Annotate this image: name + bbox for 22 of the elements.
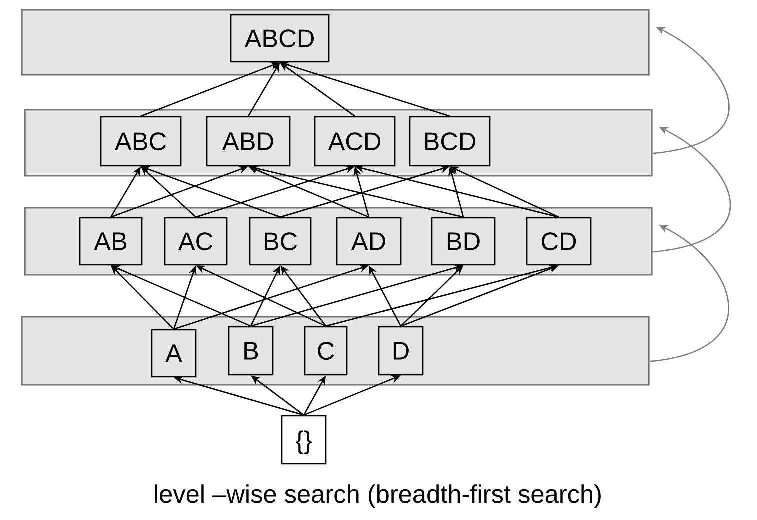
itemset-box: D (378, 326, 424, 376)
itemset-box: B (228, 326, 274, 376)
band (21, 316, 650, 386)
itemset-box: ABD (206, 116, 291, 167)
itemset-box: ABCD (230, 14, 330, 63)
itemset-box: ACD (314, 116, 396, 167)
itemset-box: C (304, 326, 348, 376)
itemset-box: {} (281, 415, 327, 465)
itemset-box: BC (249, 217, 312, 266)
itemset-box: ABC (100, 116, 182, 167)
caption: level –wise search (breadth-first search) (155, 484, 601, 508)
itemset-box: CD (526, 217, 592, 266)
itemset-box: AB (79, 217, 143, 266)
band (24, 109, 653, 177)
itemset-box: BD (431, 217, 496, 266)
itemset-box: AD (336, 217, 402, 266)
band (24, 207, 653, 276)
itemset-box: AC (164, 217, 228, 266)
itemset-box: BCD (409, 116, 491, 167)
itemset-box: A (151, 329, 197, 378)
curved-arrow (652, 27, 730, 154)
band (21, 9, 650, 76)
